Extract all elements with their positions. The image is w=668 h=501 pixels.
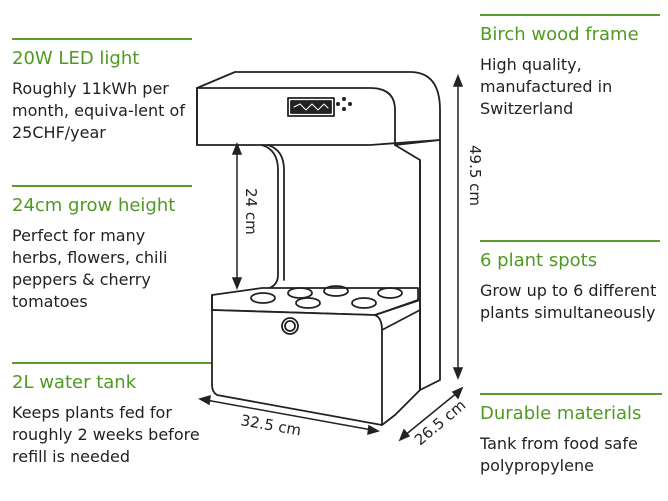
feature-durable-materials: Durable materials Tank from food safe po…: [480, 393, 662, 477]
feature-title: 24cm grow height: [12, 195, 176, 216]
divider: [480, 240, 660, 242]
control-buttons-icon: [336, 97, 352, 111]
divider: [480, 14, 660, 16]
divider: [12, 38, 192, 40]
feature-water-tank: 2L water tank Keeps plants fed for rough…: [12, 362, 217, 468]
feature-title: 20W LED light: [12, 48, 140, 69]
feature-led-light: 20W LED light Roughly 11kWh per month, e…: [12, 38, 192, 144]
depth-dimension: [398, 386, 464, 442]
feature-title: Durable materials: [480, 403, 642, 424]
feature-description: Tank from food safe polypropylene: [480, 434, 638, 475]
feature-title: 6 plant spots: [480, 250, 598, 271]
divider: [480, 393, 662, 395]
width-dimension: [198, 394, 380, 436]
divider: [12, 185, 192, 187]
feature-description: Perfect for many herbs, flowers, chili p…: [12, 226, 168, 311]
feature-description: Roughly 11kWh per month, equiva-lent of …: [12, 79, 185, 142]
feature-description: Keeps plants fed for roughly 2 weeks bef…: [12, 403, 200, 466]
plant-spots-icon: [250, 285, 403, 309]
feature-grow-height: 24cm grow height Perfect for many herbs,…: [12, 185, 192, 313]
feature-description: High quality, manufactured in Switzerlan…: [480, 55, 613, 118]
feature-title: 2L water tank: [12, 372, 137, 393]
frame-column: [394, 139, 441, 391]
divider: [12, 362, 217, 364]
feature-plant-spots: 6 plant spots Grow up to 6 different pla…: [480, 240, 660, 324]
height-dimension: [452, 73, 464, 381]
height-label: 49.5 cm: [466, 145, 484, 206]
grow-height-label: 24 cm: [242, 188, 260, 235]
feature-title: Birch wood frame: [480, 24, 639, 45]
feature-birch-frame: Birch wood frame High quality, manufactu…: [480, 14, 660, 120]
feature-description: Grow up to 6 different plants simultaneo…: [480, 281, 657, 322]
grow-height-dimension: [231, 141, 243, 291]
tank-fill-hole: [281, 317, 299, 335]
